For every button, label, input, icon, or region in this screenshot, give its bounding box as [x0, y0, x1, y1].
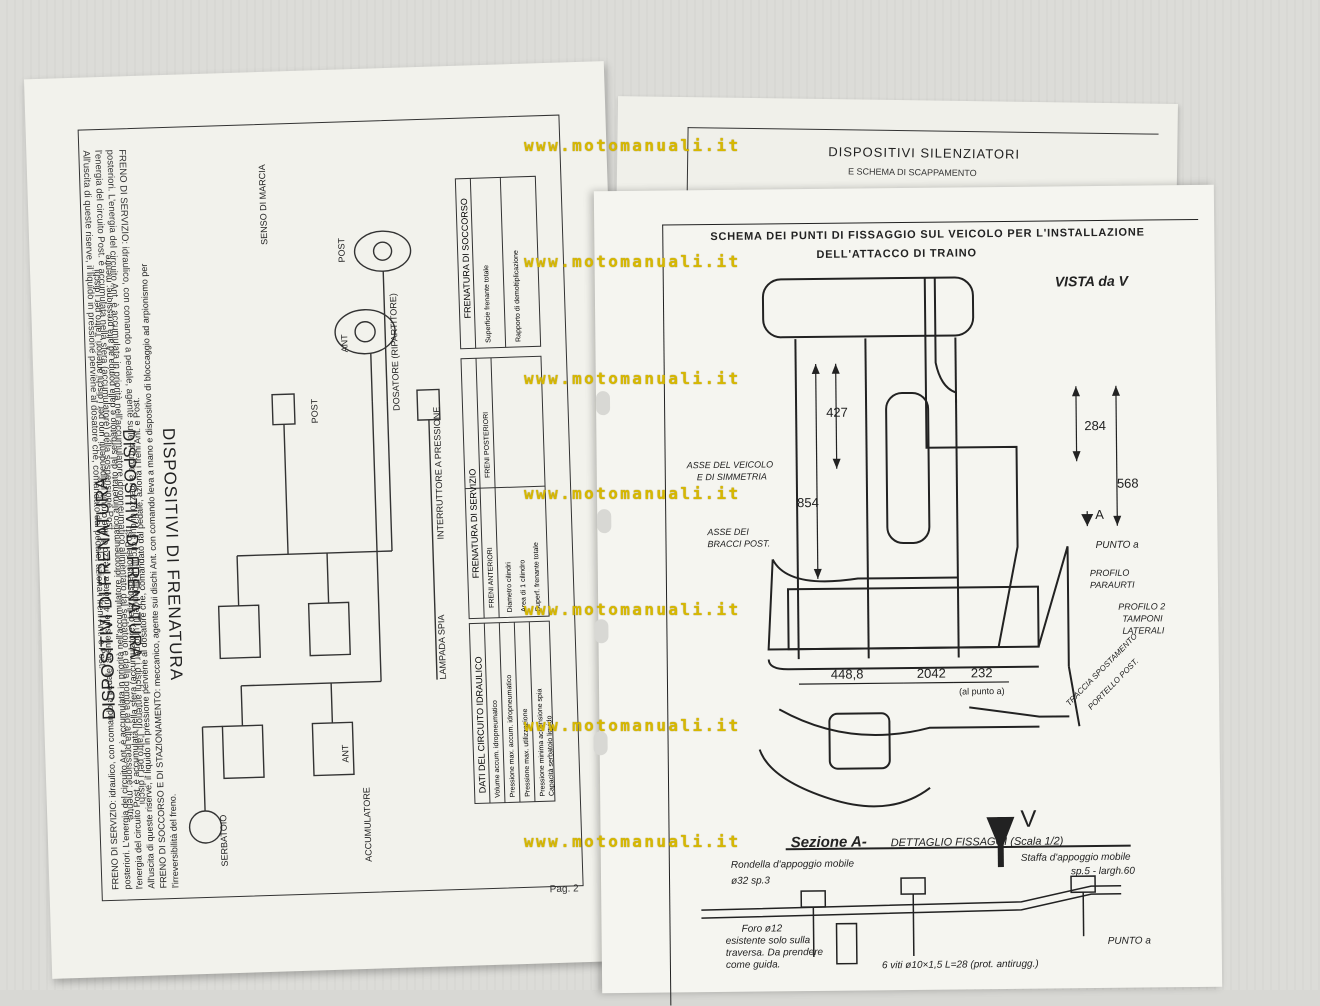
watermark-text: www.motomanuali.it	[524, 600, 741, 619]
dim-427: 427	[826, 405, 848, 420]
label-ant-disc: ANT	[339, 334, 350, 353]
watermark-text: www.motomanuali.it	[524, 252, 741, 271]
label-serbatoio: SERBATOIO	[218, 815, 230, 867]
dim-284: 284	[1084, 418, 1106, 433]
hydraulic-schematic: FRENO DI SERVIZIO: idraulico, con comand…	[79, 116, 583, 901]
right-page: SCHEMA DEI PUNTI DI FISSAGGIO SUL VEICOL…	[594, 185, 1222, 993]
label-tamponi: TAMPONI	[1122, 613, 1163, 623]
service-row-1: Diametro cilindri	[505, 562, 514, 613]
watermark-text: www.motomanuali.it	[524, 832, 741, 851]
label-bracci-post: BRACCI POST.	[707, 538, 770, 549]
label-profilo-2: PROFILO 2	[1118, 601, 1165, 611]
page-number: Pag. 2	[550, 883, 579, 895]
hyd-row-4: Pressione minima accensione spia	[536, 688, 546, 796]
traversa-label: traversa. Da prendere	[726, 947, 824, 959]
label-punto-a: PUNTO a	[1095, 540, 1139, 551]
dim-232: 232	[971, 665, 993, 680]
towbar-diagram: 427 854 284 568 448,8 2042 232 (al punto…	[594, 185, 1222, 993]
label-post-diagram: POST	[309, 398, 320, 423]
section-title: Sezione A-	[791, 833, 867, 851]
label-lampada: LAMPADA SPIA	[436, 614, 448, 679]
watermark-text: www.motomanuali.it	[524, 716, 741, 735]
watermark-text: www.motomanuali.it	[524, 369, 741, 388]
label-post-disc: POST	[336, 237, 347, 262]
hyd-row-1: Volume accum. idropneumatico	[492, 700, 502, 798]
dim-854: 854	[797, 495, 819, 510]
rondella-dim: ø32 sp.3	[731, 875, 770, 886]
left-page-frame: DISPOSITIVI DI FRENATURA FRENO DI SERVIZ…	[78, 115, 584, 902]
vista-label: VISTA da V	[1055, 273, 1130, 290]
section-subtitle: DETTAGLIO FISSAGGI (Scala 1/2)	[891, 835, 1064, 849]
dim-2042: 2042	[917, 666, 946, 681]
v-label: V	[1020, 806, 1036, 833]
staffa-label: Staffa d'appoggio mobile	[1021, 852, 1131, 864]
label-asse-veicolo: ASSE DEL VEICOLO	[686, 459, 773, 470]
label-asse-dei: ASSE DEI	[706, 527, 749, 537]
hydraulic-data-table: DATI DEL CIRCUITO IDRAULICO Volume accum…	[469, 621, 556, 803]
hyd-row-2: Pressione max. accum. idropneumatico	[506, 675, 517, 798]
service-table-title: FRENATURA DI SERVIZIO	[467, 469, 480, 579]
rondella-label: Rondella d'appoggio mobile	[731, 859, 855, 871]
label-portello: PORTELLO POST.	[1086, 657, 1140, 712]
back-page-subtitle: E SCHEMA DI SCAPPAMENTO	[848, 166, 977, 178]
label-paraurti: PARAURTI	[1090, 580, 1135, 590]
dim-568: 568	[1117, 476, 1139, 491]
label-profilo: PROFILO	[1090, 568, 1130, 578]
dim-al-punto: (al punto a)	[959, 686, 1005, 696]
label-accumulatore: ACCUMULATORE	[361, 787, 373, 862]
emergency-table-title: FRENATURA DI SOCCORSO	[459, 198, 473, 319]
viti-label: 6 viti ø10×1,5 L=28 (prot. antirugg.)	[882, 959, 1039, 972]
guida-label: come guida.	[726, 959, 781, 971]
label-ant: ANT	[340, 744, 351, 763]
label-senso: SENSO DI MARCIA	[257, 164, 270, 245]
back-page-title: DISPOSITIVI SILENZIATORI	[828, 144, 1020, 162]
emergency-row-1: Superficie frenante totale	[483, 265, 492, 343]
label-interruttore: INTERRUTTORE A PRESSIONE	[431, 407, 445, 540]
foro-label: Foro ø12	[741, 923, 782, 934]
emergency-row-2: Rapporto di demoltiplicazione	[513, 250, 523, 342]
a-marker: A	[1095, 507, 1104, 522]
esistente-label: esistente solo sulla	[726, 935, 811, 947]
para-line-6: l'irreversibilità del freno.	[168, 794, 181, 889]
watermark-text: www.motomanuali.it	[524, 484, 741, 503]
label-dosatore: DOSATORE (RIPARTITORE)	[388, 293, 402, 411]
service-col-rear: FRENI POSTERIORI	[483, 412, 492, 478]
service-col-front: FRENI ANTERIORI	[487, 547, 496, 608]
watermark-text: www.motomanuali.it	[524, 136, 741, 155]
dim-4488: 448,8	[831, 666, 864, 681]
section-punto-a: PUNTO a	[1108, 935, 1152, 946]
label-simmetria: E DI SIMMETRIA	[697, 471, 767, 482]
